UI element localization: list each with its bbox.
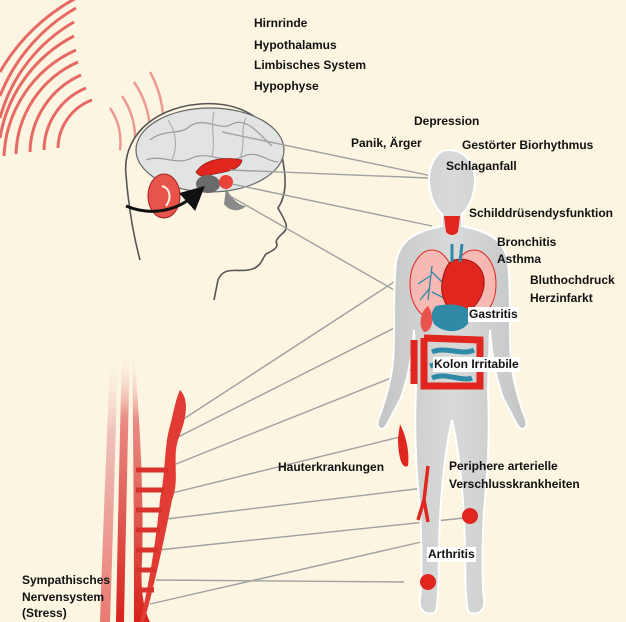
spine [100,350,186,622]
label-gastritis: Gastritis [468,307,519,322]
label-colon: Kolon Irritabile [433,357,520,372]
thyroid [444,216,460,235]
label-cortex: Hirnrinde [254,16,307,31]
label-hypothalamus: Hypothalamus [254,38,337,53]
label-hypertension: Bluthochdruck [530,273,615,288]
label-thyroid: Schilddrüsendysfunktion [469,206,613,221]
skin-lesion [398,424,408,467]
label-arthritis: Arthritis [427,547,476,562]
knee-joint [462,508,478,524]
head-profile [126,104,287,300]
sound-waves [0,0,92,156]
hypothalamus [196,175,220,193]
ankle-joint [420,574,436,590]
label-panic: Panik, Ärger [351,136,422,151]
label-stroke: Schlaganfall [446,159,517,174]
label-asthma: Asthma [497,252,541,267]
label-sympathetic-2: Nervensystem [22,590,104,605]
label-skin: Hauterkrankungen [278,460,384,475]
label-pavd-line2: Verschlusskrankheiten [449,477,580,492]
label-limbic-system: Limbisches System [254,58,366,73]
hypophysis [219,175,233,189]
label-infarct: Herzinfarkt [530,291,593,306]
label-biorhythm: Gestörter Biorhythmus [462,138,593,153]
label-hypophysis: Hypophyse [254,79,319,94]
label-depression: Depression [414,114,479,129]
label-sympathetic-1: Sympathisches [22,573,110,588]
label-pavd-line1: Periphere arterielle [449,459,558,474]
label-bronchitis: Bronchitis [497,235,556,250]
label-sympathetic-3: (Stress) [22,606,67,621]
